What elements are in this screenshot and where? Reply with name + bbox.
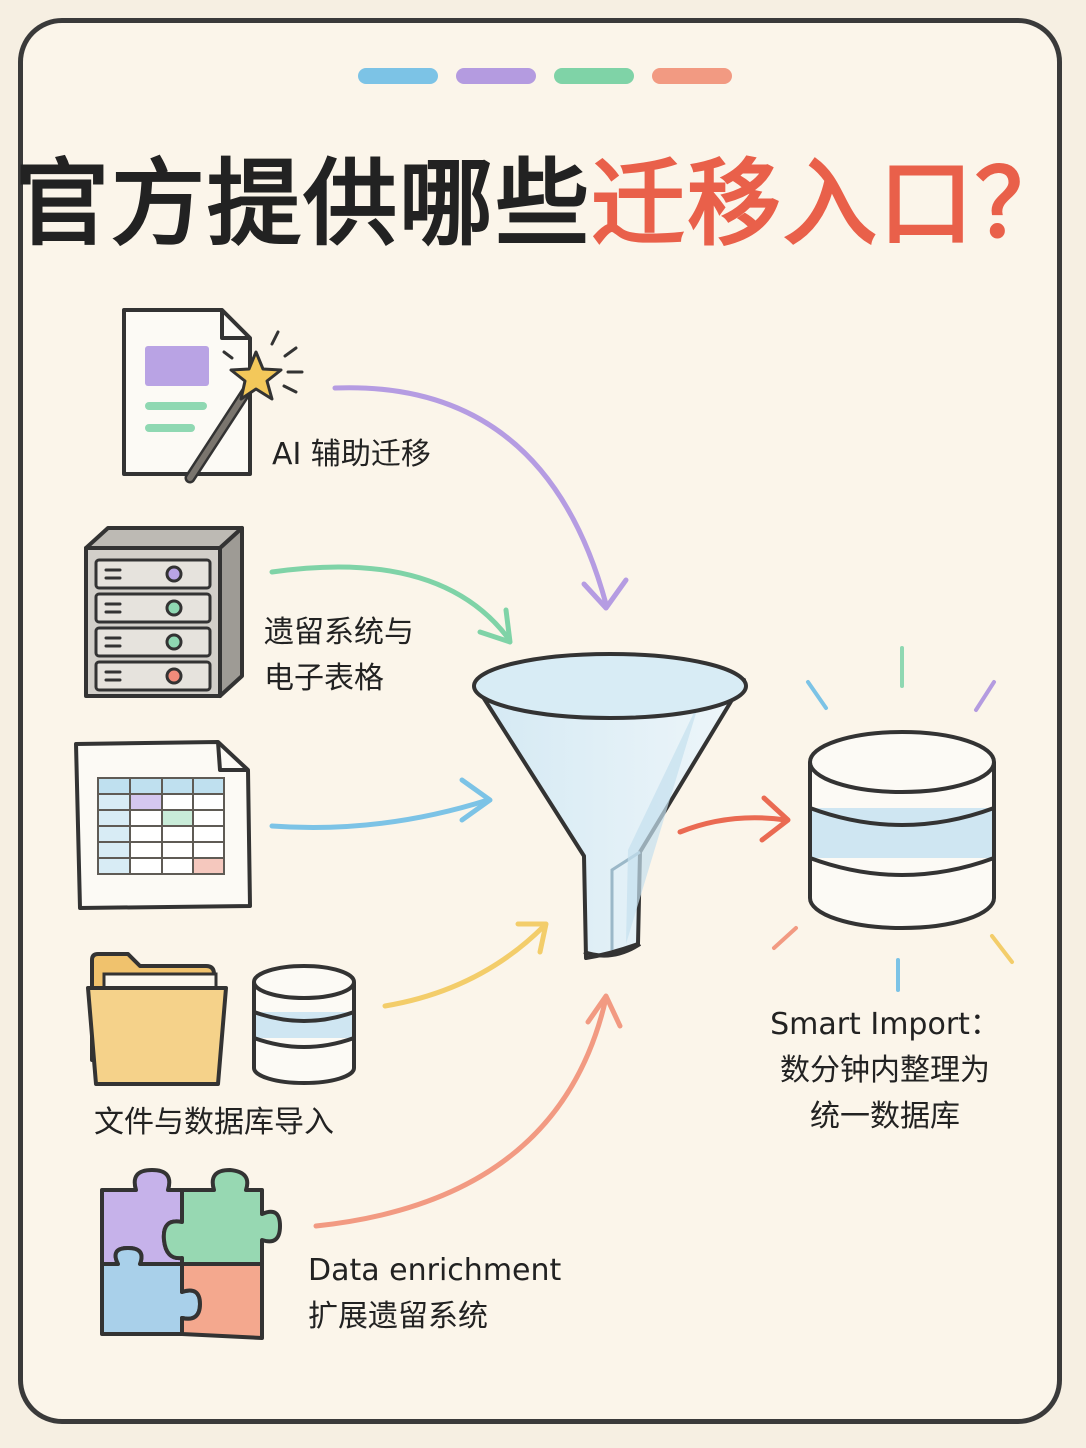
database-icon (772, 646, 1014, 992)
label-line: 文件与数据库导入 (94, 1105, 334, 1140)
dash-purple (456, 68, 536, 84)
label-line: Smart Import： (770, 1007, 1000, 1042)
magic-document-icon (122, 308, 304, 484)
label-data-enrichment: Data enrichment 扩展遗留系统 (308, 1248, 561, 1340)
label-line: AI 辅助迁移 (272, 437, 431, 472)
arrow-files (382, 921, 549, 1009)
label-ai-migration: AI 辅助迁移 (272, 432, 431, 478)
label-smart-import: Smart Import： 数分钟内整理为 统一数据库 (760, 1002, 1010, 1140)
label-legacy-systems: 遗留系统与 电子表格 (264, 610, 414, 702)
dash-orange (652, 68, 732, 84)
label-line: 遗留系统与 (264, 615, 414, 650)
dash-green (554, 68, 634, 84)
label-file-db-import: 文件与数据库导入 (94, 1100, 334, 1146)
arrow-server (269, 564, 513, 645)
label-line: 电子表格 (264, 661, 384, 696)
arrow-puzzle (313, 993, 623, 1229)
label-line: Data enrichment (308, 1253, 562, 1288)
label-line: 数分钟内整理为 (780, 1053, 990, 1088)
color-dashes (358, 68, 732, 84)
server-icon (84, 526, 244, 698)
dash-blue (358, 68, 438, 84)
funnel-icon (472, 652, 748, 960)
title-accent: 迁移入口？ (591, 150, 1072, 259)
label-line: 扩展遗留系统 (308, 1299, 488, 1334)
arrow-ai (332, 385, 629, 611)
puzzle-icon (100, 1168, 282, 1340)
title-main: 官方提供哪些 (14, 150, 591, 259)
page-title: 官方提供哪些迁移入口？ (0, 128, 1086, 264)
spreadsheet-icon (74, 740, 252, 910)
arrow-output (677, 795, 791, 843)
label-line: 统一数据库 (810, 1099, 960, 1134)
arrow-spreadsheet (269, 777, 493, 831)
folder-database-icon (86, 952, 356, 1086)
